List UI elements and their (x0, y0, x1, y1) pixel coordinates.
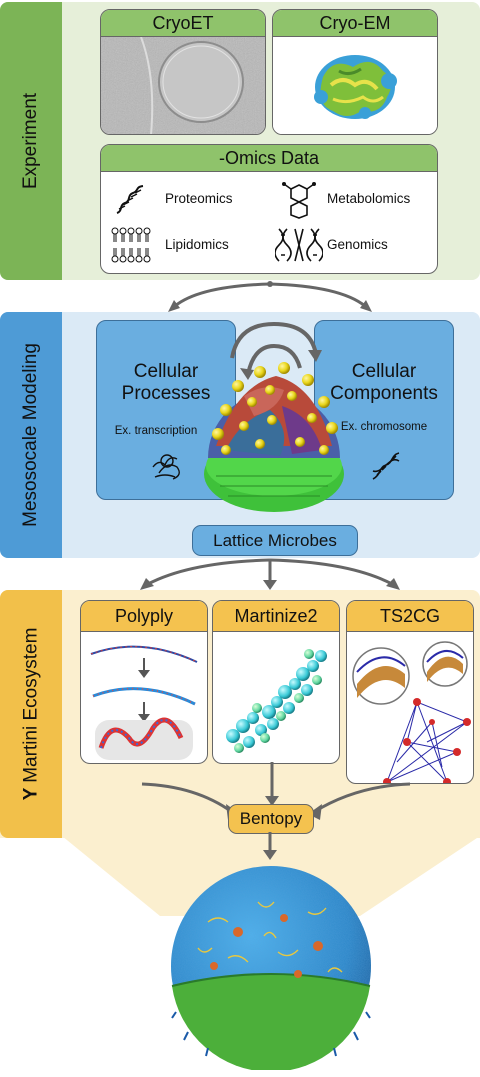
cellular-components-example: Ex. chromosome (340, 421, 428, 433)
cellular-processes-text: Cellular Processes (121, 361, 211, 404)
polyply-card: Polyply (80, 600, 208, 764)
lattice-microbes-pill: Lattice Microbes (192, 525, 358, 556)
metabolomics-label: Metabolomics (327, 191, 411, 206)
cryoem-card: Cryo-EM (272, 9, 438, 135)
lipidomics-icon (111, 227, 151, 263)
cellular-components-text: Cellular Components (330, 361, 438, 404)
martinize2-title: Martinize2 (213, 601, 339, 632)
cryoet-image (101, 37, 265, 134)
experiment-tab: Experiment (0, 2, 62, 280)
experiment-label: Experiment (20, 92, 42, 190)
martini-tab: Y Martini Ecosystem (0, 590, 62, 838)
mesoscale-label: Mesosocale Modeling (20, 343, 42, 527)
martinize2-image (226, 649, 327, 753)
transcription-icon (152, 454, 180, 480)
dna-icon (372, 452, 400, 480)
modeling-to-martini-arrows (140, 558, 400, 590)
martini-glass-icon: Y (20, 782, 41, 801)
whole-cell-martini-model-image (171, 866, 371, 1070)
proteomics-icon (116, 185, 144, 214)
bentopy-pill: Bentopy (228, 804, 314, 834)
minimal-cell-model-image (204, 362, 344, 512)
omics-card: -Omics Data Proteomics Metabolomics Lipi… (100, 144, 438, 274)
cryoem-structure-image (273, 37, 437, 134)
lipidomics-label: Lipidomics (165, 237, 229, 252)
cryoem-title: Cryo-EM (273, 10, 437, 37)
polyply-title: Polyply (81, 601, 207, 632)
ts2cg-card: TS2CG (346, 600, 474, 784)
modeling-cycle-arrows (230, 321, 322, 380)
cellular-processes-title: Cellular Processes (97, 361, 235, 405)
mesoscale-tab: Mesosocale Modeling (0, 312, 62, 558)
ts2cg-image (352, 641, 471, 783)
proteomics-label: Proteomics (165, 191, 233, 206)
omics-title: -Omics Data (101, 145, 437, 172)
genomics-icon (275, 228, 323, 262)
polyply-images (90, 645, 198, 760)
cryoet-title: CryoET (101, 10, 265, 37)
martini-label-text: Martini Ecosystem (20, 627, 41, 783)
genomics-label: Genomics (327, 237, 388, 252)
ts2cg-title: TS2CG (347, 601, 473, 632)
metabolomics-icon (282, 182, 316, 219)
experiment-to-modeling-arrows (168, 281, 372, 312)
cryoet-card: CryoET (100, 9, 266, 135)
cellular-processes-example: Ex. transcription (114, 425, 198, 437)
martinize2-card: Martinize2 (212, 600, 340, 764)
cellular-components-title: Cellular Components (315, 361, 453, 405)
martini-label: Y Martini Ecosystem (20, 628, 42, 801)
bentopy-to-model-arrow (263, 832, 277, 860)
